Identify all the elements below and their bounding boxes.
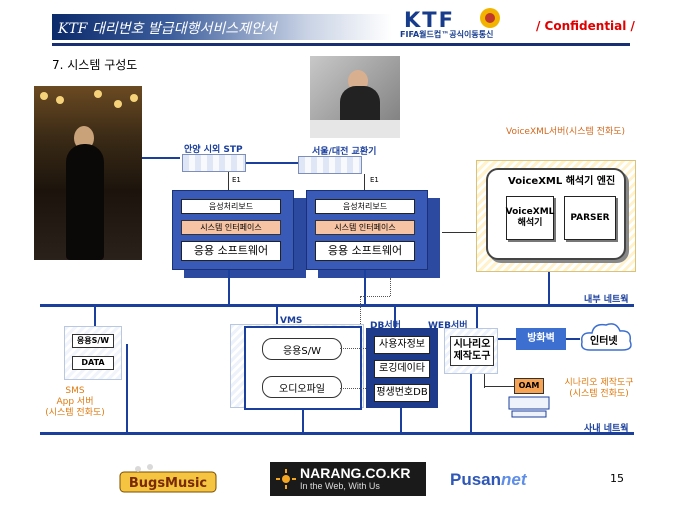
photo-operator [310,56,400,138]
drop-sms [94,306,96,326]
sms-app-sw: 응용S/W [72,334,114,348]
voicexml-interpreter: VoiceXML 해석기 [506,196,554,240]
photo-woman-phone [34,86,142,260]
sms-label-3: (시스템 전화도) [45,408,105,418]
computer-icon [508,396,550,418]
scenario-tool-label-1: 시나리오 제작도구 [564,378,634,388]
server-stack-right: 음성처리보드 시스템 인터페이스 응용 소프트웨어 [306,190,428,270]
narang-title: NARANG.CO.KR [300,465,411,481]
vms-to-company [302,410,304,422]
web-to-company [470,374,472,422]
vms-app-sw: 응용S/W [262,338,342,360]
link-stp-exchange [246,162,298,164]
narang-logo: NARANG.CO.KR In the Web, With Us [270,462,426,496]
link-stp-stack [228,172,229,192]
sun-icon [276,469,296,489]
e1-label-b: E1 [370,176,379,184]
internal-network-line [40,304,634,307]
app-sw-right: 응용 소프트웨어 [315,241,415,261]
drop-web [476,306,478,328]
link-phone-stp [142,157,180,159]
svg-text:BugsMusic: BugsMusic [129,476,207,491]
sys-iface-left: 시스템 인터페이스 [181,220,281,235]
stp-label: 안양 시외 STP [184,145,243,155]
section-title: 7. 시스템 구성도 [52,58,138,72]
dotted-vms-db-a [340,348,370,349]
narang-subtitle: In the Web, With Us [300,481,380,491]
drop-db [394,306,396,328]
server-stack-left: 음성처리보드 시스템 인터페이스 응용 소프트웨어 [172,190,294,270]
firewall: 방화벽 [516,328,566,350]
drop-vxml [548,272,550,304]
header-divider [52,43,630,46]
stp-switch [182,154,246,172]
dotted-link-b [360,296,390,297]
drop-db-company [400,420,402,434]
dotted-link-a [390,278,391,296]
confidential-mark: / Confidential / [536,19,635,33]
internet-label: 인터넷 [590,336,618,347]
voicexml-engine-label: VoiceXML 해석기 엔진 [508,176,616,187]
drop-stack-left [228,270,230,304]
drop-sms-company [126,420,128,434]
oam-terminal: OAM [514,378,544,394]
link-web-firewall [498,338,516,340]
exchange-label: 서울/대전 교환기 [312,147,377,157]
db-logging-data: 로깅데이타 [374,360,430,378]
voice-board-right: 음성처리보드 [315,199,415,214]
app-sw-left: 응용 소프트웨어 [181,241,281,261]
web-server-label: WEB서버 [428,321,468,331]
link-firewall-internet [566,338,580,340]
doc-title: KTF 대리번호 발급대행서비스제안서 [58,21,277,37]
link-oam [484,386,514,387]
internet-cloud-icon [580,323,632,351]
company-network-label: 사내 네트웍 [584,424,629,434]
pusan-text: Pusan [450,470,502,489]
sys-iface-right: 시스템 인터페이스 [315,220,415,235]
drop-stack-right [364,270,366,304]
bugsmusic-logo: BugsMusic [119,464,217,493]
sms-label-1: SMS [65,386,85,396]
sms-label-2: App 서버 [56,397,94,407]
drop-vms-company [302,420,304,434]
vms-label: VMS [280,316,303,326]
net-text: net [501,470,527,489]
db-to-company [400,408,402,422]
exchange-switch [298,156,362,174]
dotted-vms-db-b [340,388,370,389]
drop-web-company [470,420,472,434]
drop-vms [276,306,278,326]
e1-label-a: E1 [232,176,241,184]
pusannet-logo: Pusannet [450,470,527,490]
db-server-label: DB서버 [370,321,401,331]
link-web-oam [484,374,485,388]
worldcup-emblem-icon [480,8,500,28]
scenario-tool-box: 시나리오 제작도구 [450,336,494,366]
vms-audio-file: 오디오파일 [262,376,342,398]
scenario-tool-label-2: (시스템 전화도) [569,389,629,399]
sms-to-company [126,344,128,422]
ktf-tagline: FIFA월드컵™공식이동통신 [400,30,494,39]
voicexml-server-label: VoiceXML서버(시스템 전화도) [506,127,626,137]
internal-network-label: 내부 네트웍 [584,295,629,305]
voice-board-left: 음성처리보드 [181,199,281,214]
ktf-logo: KTF [404,8,455,32]
header-bar [52,14,392,40]
company-network-line [40,432,634,435]
link-stack-vxml [442,232,476,233]
db-user-info: 사용자정보 [374,336,430,354]
dotted-link-c [360,296,361,326]
db-lifetime-number: 평생번호DB [374,384,430,402]
parser-box: PARSER [564,196,616,240]
link-exchange-stack [364,174,365,192]
sms-data: DATA [72,356,114,370]
page-number: 15 [610,472,624,485]
